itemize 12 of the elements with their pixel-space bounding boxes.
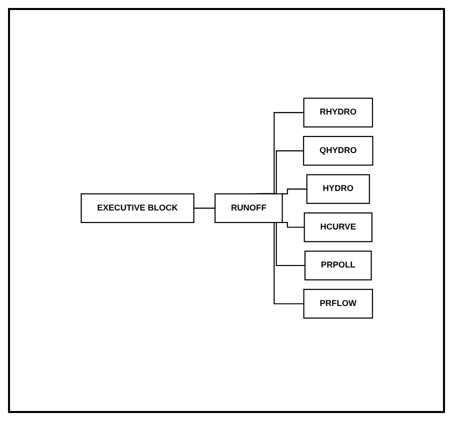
- node-box: [303, 212, 372, 242]
- frame-border: EXECUTIVE BLOCK RUNOFF RHYDRO QHYDRO HYDRO HCURVE PRPOLL PRFLOW: [8, 8, 445, 413]
- node-box: [80, 193, 194, 223]
- connector: [281, 188, 306, 194]
- node-box: [302, 98, 373, 128]
- connector: [281, 222, 304, 228]
- node-box: [302, 136, 373, 166]
- connector: [193, 207, 215, 209]
- node-box: [302, 288, 373, 318]
- node-box: [304, 250, 372, 280]
- node-box: [214, 193, 282, 223]
- node-box: [306, 174, 370, 204]
